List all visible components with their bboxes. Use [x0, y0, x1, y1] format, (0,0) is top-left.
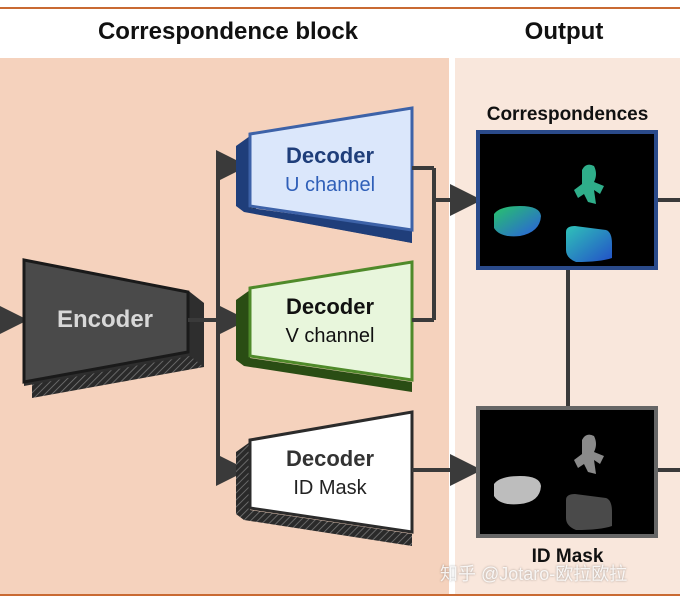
decoder-id-block: [236, 410, 414, 546]
decoder-id-subtitle: ID Mask: [293, 477, 367, 499]
encoder-block: [22, 258, 204, 398]
id-mask-title: ID Mask: [531, 546, 604, 567]
top-rule: [0, 7, 680, 9]
decoder-u-subtitle: U channel: [284, 174, 376, 196]
decoder-connectors: [412, 166, 680, 486]
decoder-v-title: Decoder: [285, 294, 375, 319]
panel-divider: [449, 58, 455, 595]
encoder-connectors: [188, 150, 248, 486]
id-mask-image: [476, 406, 658, 538]
decoder-u-title: Decoder: [285, 143, 375, 168]
correspondences-image: [476, 130, 658, 270]
decoder-id-title: Decoder: [285, 446, 375, 471]
decoder-v-subtitle: V channel: [285, 325, 375, 347]
encoder-label: Encoder: [56, 306, 154, 333]
watermark: 知乎 @Jotaro-欧拉欧拉: [440, 564, 628, 584]
header-output: Output: [524, 18, 604, 45]
decoder-v-block: [236, 260, 414, 392]
decoder-u-block: [236, 106, 414, 243]
correspondences-title: Correspondences: [486, 104, 649, 125]
header-correspondence-block: Correspondence block: [97, 18, 359, 45]
bottom-rule: [0, 594, 680, 596]
